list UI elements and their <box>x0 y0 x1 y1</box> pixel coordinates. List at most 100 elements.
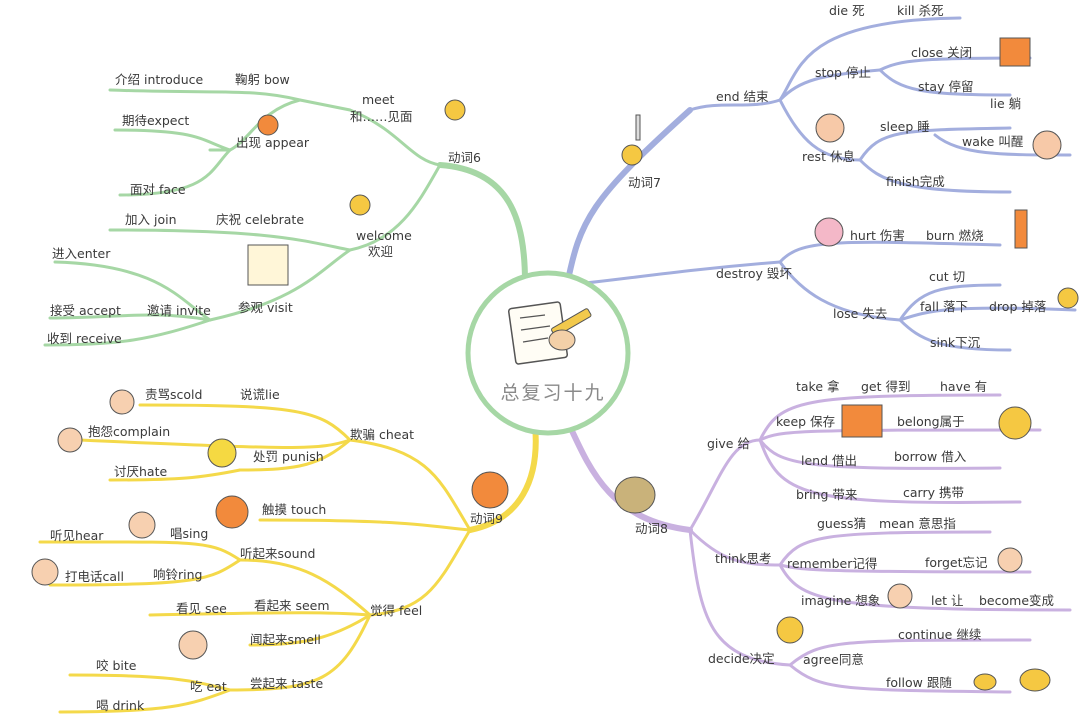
branch-label-verb8: 动词8 <box>635 521 668 536</box>
node-have: have 有 <box>940 379 988 394</box>
node-forget: forget忘记 <box>925 555 988 570</box>
node-punish: 处罚 punish <box>253 449 324 464</box>
node-appear: 出现 appear <box>236 135 309 150</box>
branch-label-verb6: 动词6 <box>448 150 481 165</box>
node-destroy: destroy 毁坏 <box>716 266 792 281</box>
sleep-face-icon <box>815 113 845 143</box>
node-decide: decide决定 <box>708 651 775 666</box>
node-continue: continue 继续 <box>898 627 982 642</box>
node-meet: meet <box>362 92 395 107</box>
node-feel: 觉得 feel <box>370 603 423 618</box>
node-introduce: 介绍 introduce <box>115 72 204 87</box>
node-follow: follow 跟随 <box>886 675 952 690</box>
node-rest: rest 休息 <box>802 149 855 164</box>
node-welcome-cn: 欢迎 <box>368 244 394 259</box>
imagine-face-icon <box>887 583 913 609</box>
node-touch: 触摸 touch <box>262 502 327 517</box>
node-burn: burn 燃烧 <box>926 228 984 243</box>
node-get: get 得到 <box>861 379 911 394</box>
node-close: close 关闭 <box>911 45 973 60</box>
party-kids-icon <box>444 99 466 121</box>
node-stop: stop 停止 <box>815 65 871 80</box>
paper-pencil-icon <box>507 301 592 365</box>
node-remember: remember记得 <box>787 556 878 571</box>
node-let: let 让 <box>931 593 964 608</box>
node-smell: 闻起来smell <box>250 632 321 647</box>
node-fall: fall 落下 <box>920 299 968 314</box>
node-hurt: hurt 伤害 <box>850 228 905 243</box>
duck-icon <box>1019 668 1051 692</box>
node-imagine: imagine 想象 <box>801 593 881 608</box>
wake-face-icon <box>1032 130 1062 160</box>
node-invite: 邀请 invite <box>147 303 211 318</box>
node-join: 加入 join <box>125 212 177 227</box>
node-kill: kill 杀死 <box>897 3 944 18</box>
node-wake: wake 叫醒 <box>962 134 1024 149</box>
center-title: 总复习十九 <box>500 382 606 404</box>
node-expect: 期待expect <box>122 113 190 128</box>
node-sink: sink下沉 <box>930 335 981 350</box>
node-bite: 咬 bite <box>96 658 137 673</box>
node-bring: bring 带来 <box>796 487 858 502</box>
node-guess: guess猜 <box>817 516 867 531</box>
node-agree: agree同意 <box>803 652 864 667</box>
branch-label-verb7: 动词7 <box>628 175 661 190</box>
node-stay: stay 停留 <box>918 79 974 94</box>
node-eat: 吃 eat <box>190 679 227 694</box>
node-die: die 死 <box>829 3 865 18</box>
hurt-face-icon <box>814 217 844 247</box>
node-lie: lie 躺 <box>990 96 1022 111</box>
node-bow: 鞠躬 bow <box>235 72 290 87</box>
node-hear: 听见hear <box>50 528 104 543</box>
node-think: think思考 <box>715 551 772 566</box>
sing-face-icon <box>128 511 156 539</box>
node-cheat: 欺骗 cheat <box>350 427 415 442</box>
node-take: take 拿 <box>796 379 840 394</box>
branch-label-verb9: 动词9 <box>470 511 503 526</box>
node-meet-cn: 和……见面 <box>350 109 413 124</box>
node-enter: 进入enter <box>52 246 111 261</box>
node-lend: lend 借出 <box>801 453 857 468</box>
node-scold: 责骂scold <box>145 387 203 402</box>
node-ring: 响铃ring <box>153 567 203 582</box>
yes-sign-icon <box>776 616 804 644</box>
node-lose: lose 失去 <box>833 306 888 321</box>
node-cut: cut 切 <box>929 269 966 284</box>
node-sing: 唱sing <box>170 526 209 541</box>
node-keep: keep 保存 <box>776 414 836 429</box>
forget-face-icon <box>997 547 1023 573</box>
node-drop: drop 掉落 <box>989 299 1047 314</box>
node-belong: belong属于 <box>897 414 965 429</box>
node-hate: 讨厌hate <box>114 464 168 479</box>
sad-face-icon <box>207 438 237 468</box>
sunrise-icon <box>257 114 279 136</box>
node-face: 面对 face <box>130 182 186 197</box>
node-borrow: borrow 借入 <box>894 449 967 464</box>
painting-icon <box>247 244 289 286</box>
node-welcome: welcome <box>356 228 412 243</box>
node-finish: finish完成 <box>886 174 945 189</box>
welcome-kids-icon <box>349 194 371 216</box>
node-taste: 尝起来 taste <box>250 676 324 691</box>
box-icon <box>841 404 883 438</box>
door-icon <box>999 37 1031 67</box>
node-call: 打电话call <box>65 569 124 584</box>
node-lie-9: 说谎lie <box>240 387 280 402</box>
node-become: become变成 <box>979 593 1055 608</box>
smell-face-icon <box>178 630 208 660</box>
candle-icon <box>1014 209 1028 249</box>
node-see: 看见 see <box>176 601 227 616</box>
node-carry: carry 携带 <box>903 485 964 500</box>
egg-icon <box>614 476 656 514</box>
ball-icon <box>471 471 509 509</box>
node-receive: 收到 receive <box>47 331 122 346</box>
node-visit: 参观 visit <box>238 300 293 315</box>
node-drink: 喝 drink <box>96 698 145 713</box>
node-give: give 给 <box>707 436 750 451</box>
node-sleep: sleep 睡 <box>880 119 930 134</box>
scold-face-icon <box>109 389 135 415</box>
node-complain: 抱怨complain <box>88 424 171 439</box>
node-celebrate: 庆祝 celebrate <box>216 212 305 227</box>
